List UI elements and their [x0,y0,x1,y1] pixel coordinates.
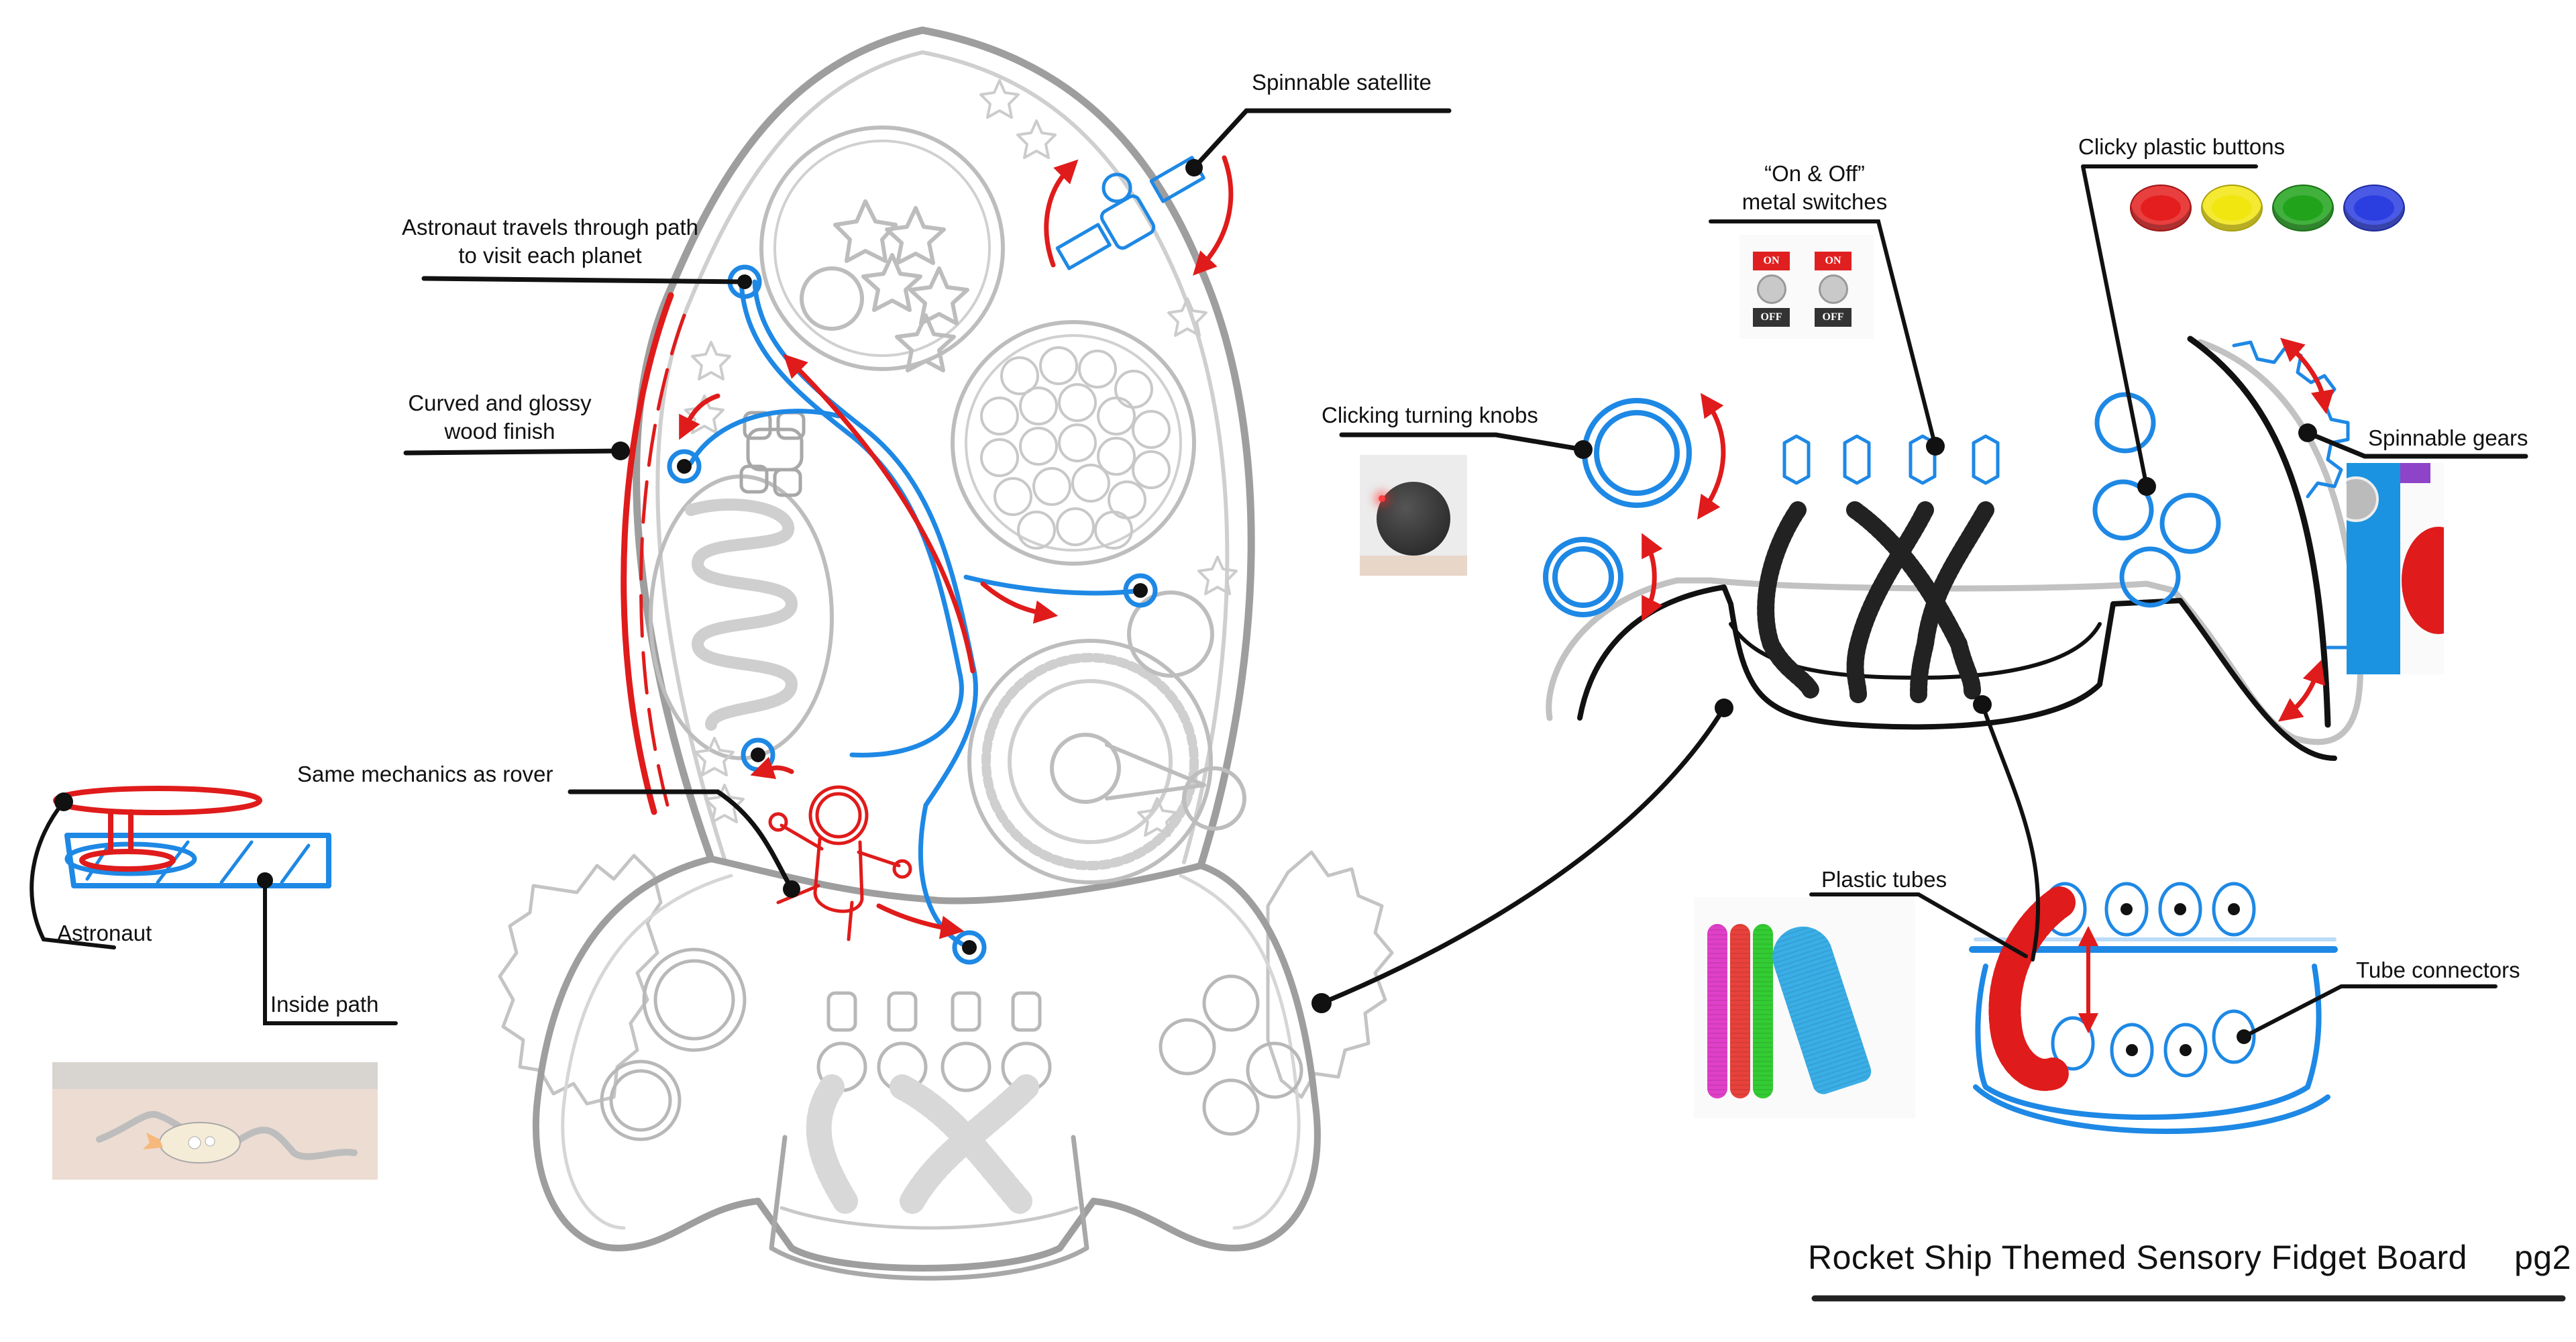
planet-gear-window [967,590,1246,884]
wavy-track [96,1111,358,1164]
label-turning-knobs: Clicking turning knobs [1322,403,1538,427]
label-astronaut: Astronaut [57,921,152,945]
pop-tube-photo-1 [1707,924,1727,1098]
tube-connector-closeup [1969,882,2338,1134]
planet-stars-window [759,125,1005,372]
planet-maze-window [649,474,834,760]
toggle-switch-sketches [1782,434,2000,485]
rocket-piece [143,1122,241,1164]
pop-tube-photo-4 [1764,919,1874,1097]
rocket-outline [633,26,1255,870]
label-spinnable-gears: Spinnable gears [2368,425,2528,450]
document-title: Rocket Ship Themed Sensory Fidget Board [1808,1239,2467,1276]
astronaut-peg [53,786,262,872]
leader-dots [54,159,2317,1013]
pop-tube-photo-3 [1753,924,1773,1098]
knob-photo [1377,482,1450,556]
astronaut-cross-section [53,786,331,888]
button-sketches [2092,392,2221,608]
switches-reference-photo: ON OFF ON OFF [1739,235,1874,339]
leader-astronaut [30,800,116,949]
leader-lines [30,108,2528,1039]
label-wood-finish-line1: Curved and glossy [408,391,592,415]
satellite-sketch [1055,156,1205,270]
leader-wood [403,448,623,456]
controller-closeup [1543,336,2394,761]
label-metal-switches: “On & Off” metal switches [1737,160,1892,216]
switch-off-label: OFF [1815,308,1851,327]
label-astronaut-path-line2: to visit each planet [458,243,642,268]
path-direction-arrows [679,354,1059,939]
switch-photo-1: ON OFF [1753,252,1790,327]
tube-sketches [1757,501,1994,703]
leader-tubes [1809,703,2041,962]
leader-gears [2305,430,2528,459]
gear-spin-arrows [2278,338,2334,722]
tubes-reference-photo [1694,897,1915,1119]
satellite-spin-arrows [1044,155,1234,276]
leader-inside-path [263,878,398,1025]
leader-astronaut-path [421,276,747,285]
wood-finish-highlight [621,292,674,815]
label-metal-switches-line2: metal switches [1741,189,1888,214]
red-tube-sketch [1988,886,2076,1091]
path-endpoints [677,274,1148,955]
pop-tube-photo-2 [1730,924,1750,1098]
knob-turn-arrows [1642,393,1726,621]
label-tube-connectors: Tube connectors [2356,958,2520,982]
knob-reference-photo [1360,455,1467,576]
leader-connectors [2242,984,2498,1039]
leader-switches [1709,219,1937,448]
arcade-button-photo-2 [2201,185,2263,231]
connector-sockets [2043,882,2256,1078]
label-plastic-tubes: Plastic tubes [1821,867,1947,892]
planet-bubbles-window [951,320,1196,566]
switch-on-label: ON [1815,252,1851,270]
switch-photo-2: ON OFF [1815,252,1851,327]
rocket-sketch [498,26,1394,1281]
rocket-right-gear [1266,850,1394,1099]
astronaut-sketch [768,785,912,941]
label-inside-path: Inside path [270,992,379,1017]
inside-path-track [64,833,331,888]
rover-sketch [739,411,806,497]
rocket-path-reference-photo [52,1062,378,1180]
rocket-nozzle [769,1135,1089,1281]
rocket-controller-base [532,856,1321,1272]
switch-off-label: OFF [1753,308,1790,327]
arcade-button-photo-4 [2343,185,2405,231]
label-metal-switches-line1: “On & Off” [1764,161,1865,186]
label-spinnable-satellite: Spinnable satellite [1252,70,1432,95]
label-same-mechanics: Same mechanics as rover [297,762,553,786]
arcade-button-photo-3 [2272,185,2334,231]
gears-reference-photo [2347,463,2444,674]
buttons-reference-photo [2113,171,2408,245]
leader-buttons [2081,164,2258,488]
label-astronaut-path-line1: Astronaut travels through path [401,215,699,240]
label-clicky-buttons: Clicky plastic buttons [2078,134,2286,159]
page-footer: Rocket Ship Themed Sensory Fidget Board p… [1808,1238,2571,1277]
switch-on-label: ON [1753,252,1790,270]
leader-rover [568,789,794,892]
label-wood-finish: Curved and glossy wood finish [392,389,607,446]
leader-satellite [1191,108,1452,170]
red-gear-photo [2402,527,2444,634]
arcade-button-photo-1 [2130,185,2192,231]
rocket-controller-details [600,947,1303,1214]
leader-knobs [1339,432,1586,452]
leader-rocket-to-closeup [1319,705,1727,1006]
astronaut-path [667,264,1158,965]
label-wood-finish-line2: wood finish [444,419,555,444]
page-number: pg2 [2514,1239,2571,1276]
label-astronaut-path: Astronaut travels through path to visit … [392,213,708,270]
decorative-stars [684,79,1238,837]
